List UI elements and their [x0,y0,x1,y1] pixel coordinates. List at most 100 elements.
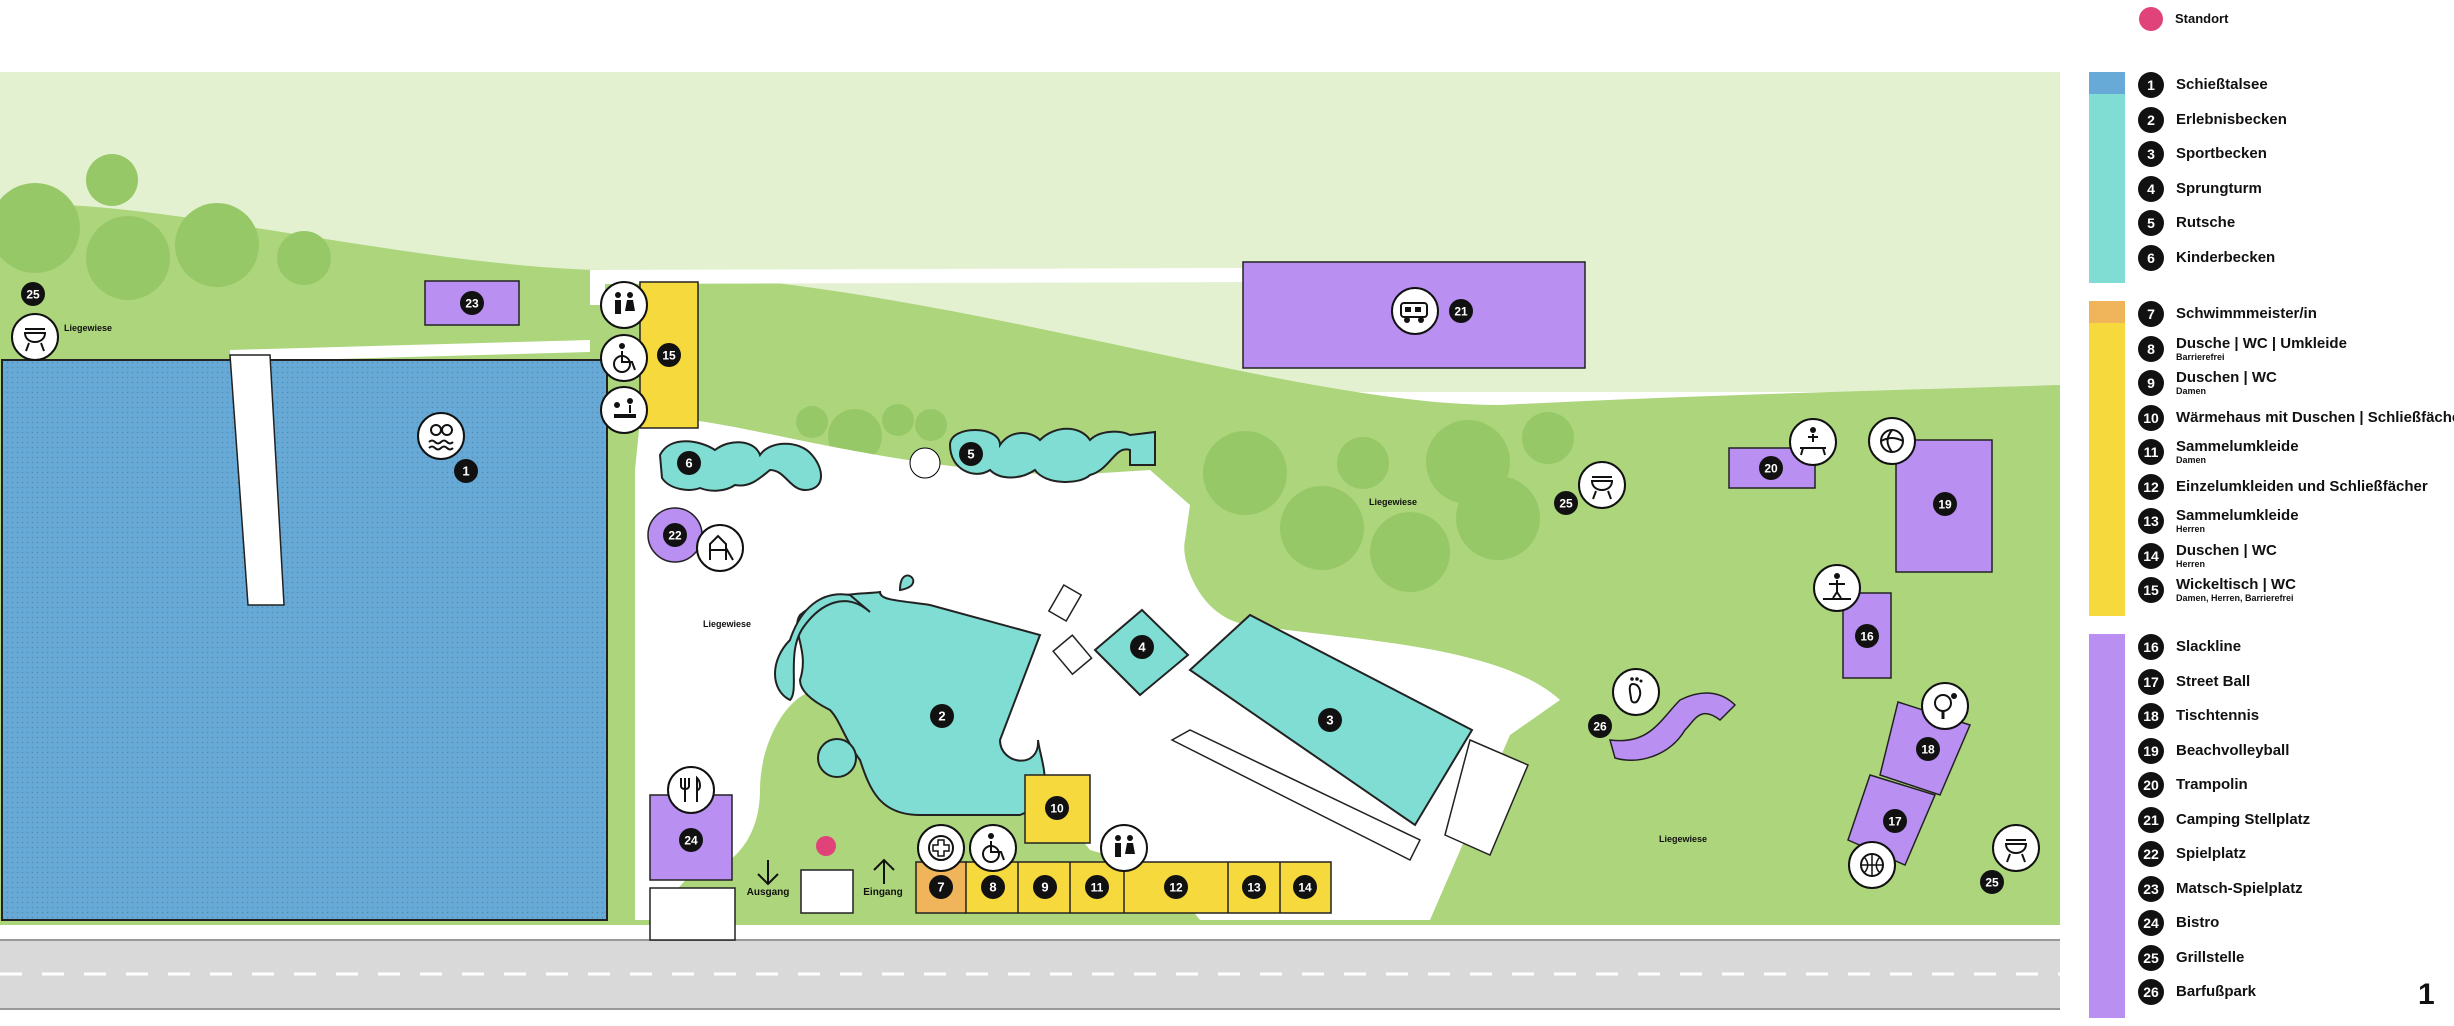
legend-label: Schwimmmeister/in [2176,305,2317,322]
structure-entrance [800,869,854,914]
map-badge-number: 5 [967,447,974,462]
legend-sublabel: Barrierefrei [2176,351,2225,362]
legend-label: Sammelumkleide [2176,507,2299,524]
grill-icon [1578,461,1626,509]
volleyball-icon [1868,417,1916,465]
arrow-up-icon [873,858,895,884]
legend-number: 22 [2138,841,2164,867]
legend-number: 15 [2138,577,2164,603]
label-liegewiese-4: Liegewiese [1659,834,1707,844]
restaurant-icon [667,766,715,814]
legend-label: Duschen | WC [2176,369,2277,386]
map-badge-number: 24 [684,834,698,848]
map-badge-21: 21 [1449,299,1473,323]
building-row [964,861,1332,914]
map-badge-2: 2 [930,704,954,728]
label-eingang: Eingang [863,887,902,898]
first-aid-icon [917,824,965,872]
page-number: 1 [2418,978,2435,1011]
map-badge-number: 25 [1559,497,1573,511]
pool-erlebnisbecken [898,574,915,592]
legend-label: Erlebnisbecken [2176,110,2287,128]
map-canvas: Ausgang Eingang Liegewiese Liegewiese Li… [0,72,2060,1010]
legend-label: Slackline [2176,638,2242,655]
legend-label: Spielplatz [2176,845,2247,862]
toilet-icon [600,281,648,329]
legend-standort-label: Standort [2175,11,2229,26]
legend-number: 5 [2138,210,2164,236]
map-badge-4: 4 [1130,635,1154,659]
map-badge-number: 9 [1041,880,1048,895]
map-badge-24: 24 [679,828,703,852]
map-badge-26: 26 [1588,714,1612,738]
standort-dot [2139,7,2163,31]
legend-label: Sammelumkleide [2176,438,2299,455]
legend-sublabel: Herren [2176,524,2206,534]
map-badge-7: 7 [929,875,953,899]
legend-number: 8 [2138,335,2164,362]
footprint-icon [1612,668,1660,716]
legend-number: 26 [2138,979,2164,1005]
camper-icon [1391,287,1439,335]
legend-bar-group-3 [2089,634,2125,1018]
map-badge-number: 26 [1593,720,1607,734]
map-badge-number: 25 [26,288,40,302]
legend-number: 19 [2138,737,2164,764]
legend-number: 24 [2138,910,2164,936]
map-badge-number: 16 [1860,630,1874,644]
legend-number: 16 [2138,634,2164,660]
map-badge-13: 13 [1242,875,1266,899]
map-badge-1: 1 [454,459,478,483]
map-badge-10: 10 [1045,796,1069,820]
legend-standort: Standort [2138,3,2228,35]
map-badge-number: 1 [462,464,469,479]
legend-label: Barfußpark [2176,983,2257,1000]
arrow-down-icon [757,860,779,886]
legend-sublabel: Damen [2176,455,2207,465]
map-badge-number: 13 [1247,881,1261,895]
legend-label: Beachvolleyball [2176,741,2290,759]
grill-icon [1992,824,2040,872]
map-badge-23: 23 [460,291,484,315]
grill-icon [11,313,59,361]
map-badge-number: 6 [685,456,692,471]
table-tennis-icon [1921,682,1969,730]
legend-label: Sportbecken [2176,145,2267,162]
legend-number: 13 [2138,508,2164,534]
legend-label: Sprungturm [2176,179,2262,197]
map-badge-6: 6 [677,451,701,475]
slackline-icon [1813,564,1861,612]
map-badge-9: 9 [1033,875,1057,899]
legend-label: Einzelumkleiden und Schließfächer [2176,477,2428,495]
legend-sublabel: Herren [2176,558,2206,569]
legend-number: 9 [2138,370,2164,396]
map-badge-11: 11 [1085,875,1109,899]
legend-label: Kinderbecken [2176,248,2276,266]
map-badge-14: 14 [1293,875,1317,899]
map-badge-number: 2 [938,709,945,724]
trampoline-icon [1789,418,1837,466]
map-badge-5: 5 [959,442,983,466]
pool-rutsche [948,427,1156,483]
basketball-icon [1848,841,1896,889]
legend-bar-group-2 [2089,301,2125,616]
map-badge-19: 19 [1933,492,1957,516]
legend-label: Wickeltisch | WC [2176,576,2296,593]
trees [0,154,1574,592]
legend-label: Schießtalsee [2176,76,2268,93]
legend-label: Grillstelle [2176,948,2245,966]
map-badge-number: 7 [937,880,944,895]
map-badge-17: 17 [1883,809,1907,833]
